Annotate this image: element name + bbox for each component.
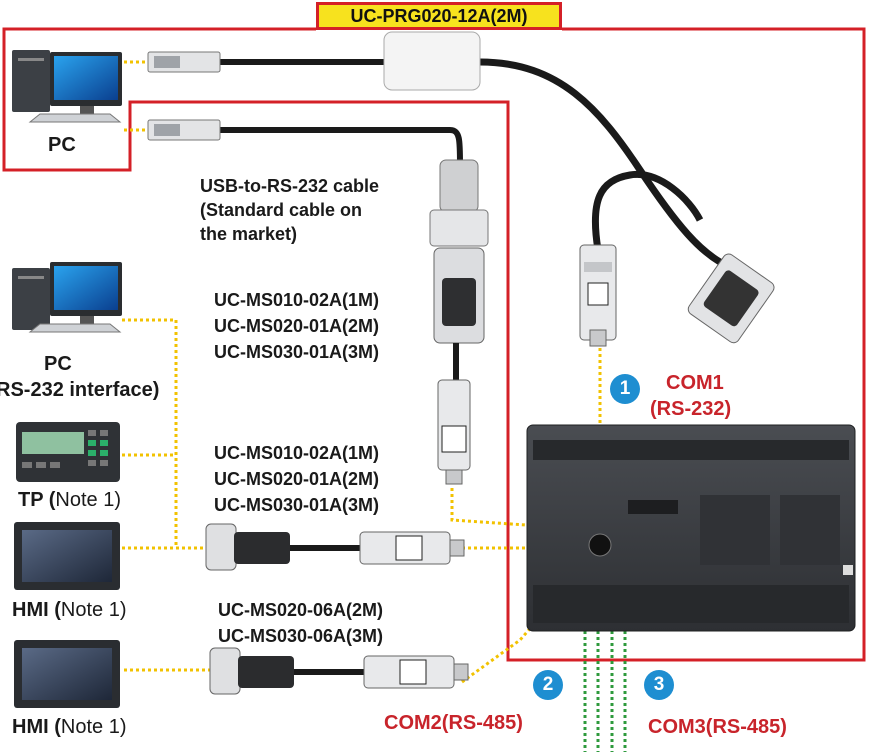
dotted-green-links [583,625,627,752]
com3-label: COM3(RS-485) [648,716,787,738]
ms-a-1: UC-MS010-02A(1M) [214,290,380,310]
uc-prg-cable [147,31,775,347]
pc-rs232-interface-label: RS-232 interface) [0,379,160,401]
com1-badge: 1 [610,374,640,404]
ms-cable-hmi-1 [205,523,465,571]
cable-title-uc-prg: UC-PRG020-12A(2M) [316,2,562,30]
dotted-yellow-links [122,60,602,684]
ms-a-2: UC-MS020-01A(2M) [214,316,380,336]
pc-rs232-label: PC [44,353,72,375]
hmi-2-label: HMI (Note 1) [12,716,127,738]
red-frame-top [2,27,866,662]
pc-rs232-icon [12,262,122,333]
ms-c-2: UC-MS030-06A(3M) [218,626,384,646]
hmi-1-label: HMI (Note 1) [12,599,127,621]
com2-badge: 2 [533,670,563,700]
usb-rs232-line-1: USB-to-RS-232 cable [200,176,380,196]
com1-label: COM1 [666,372,724,394]
com2-label: COM2(RS-485) [384,712,523,734]
plc-unit [526,424,856,632]
tp-panel-icon [16,422,120,482]
com1-rs232-label: (RS-232) [650,398,732,420]
ms-c-1: UC-MS020-06A(2M) [218,600,384,620]
pc-top-label: PC [48,134,76,156]
com3-badge: 3 [644,670,674,700]
tp-label: TP (Note 1) [18,489,122,511]
ms-cable-hmi-2 [209,647,469,695]
hmi-1-icon [14,522,120,590]
usb-rs232-line-2: (Standard cable on [200,200,363,220]
ms-b-3: UC-MS030-01A(3M) [214,495,380,515]
ms-b-1: UC-MS010-02A(1M) [214,443,380,463]
usb-rs232-line-3: the market) [200,224,298,244]
hmi-2-icon [14,640,120,708]
ms-b-2: UC-MS020-01A(2M) [214,469,380,489]
pc-top-icon [12,50,122,123]
ms-a-3: UC-MS030-01A(3M) [214,342,380,362]
usb-rs232-cable [147,119,489,485]
